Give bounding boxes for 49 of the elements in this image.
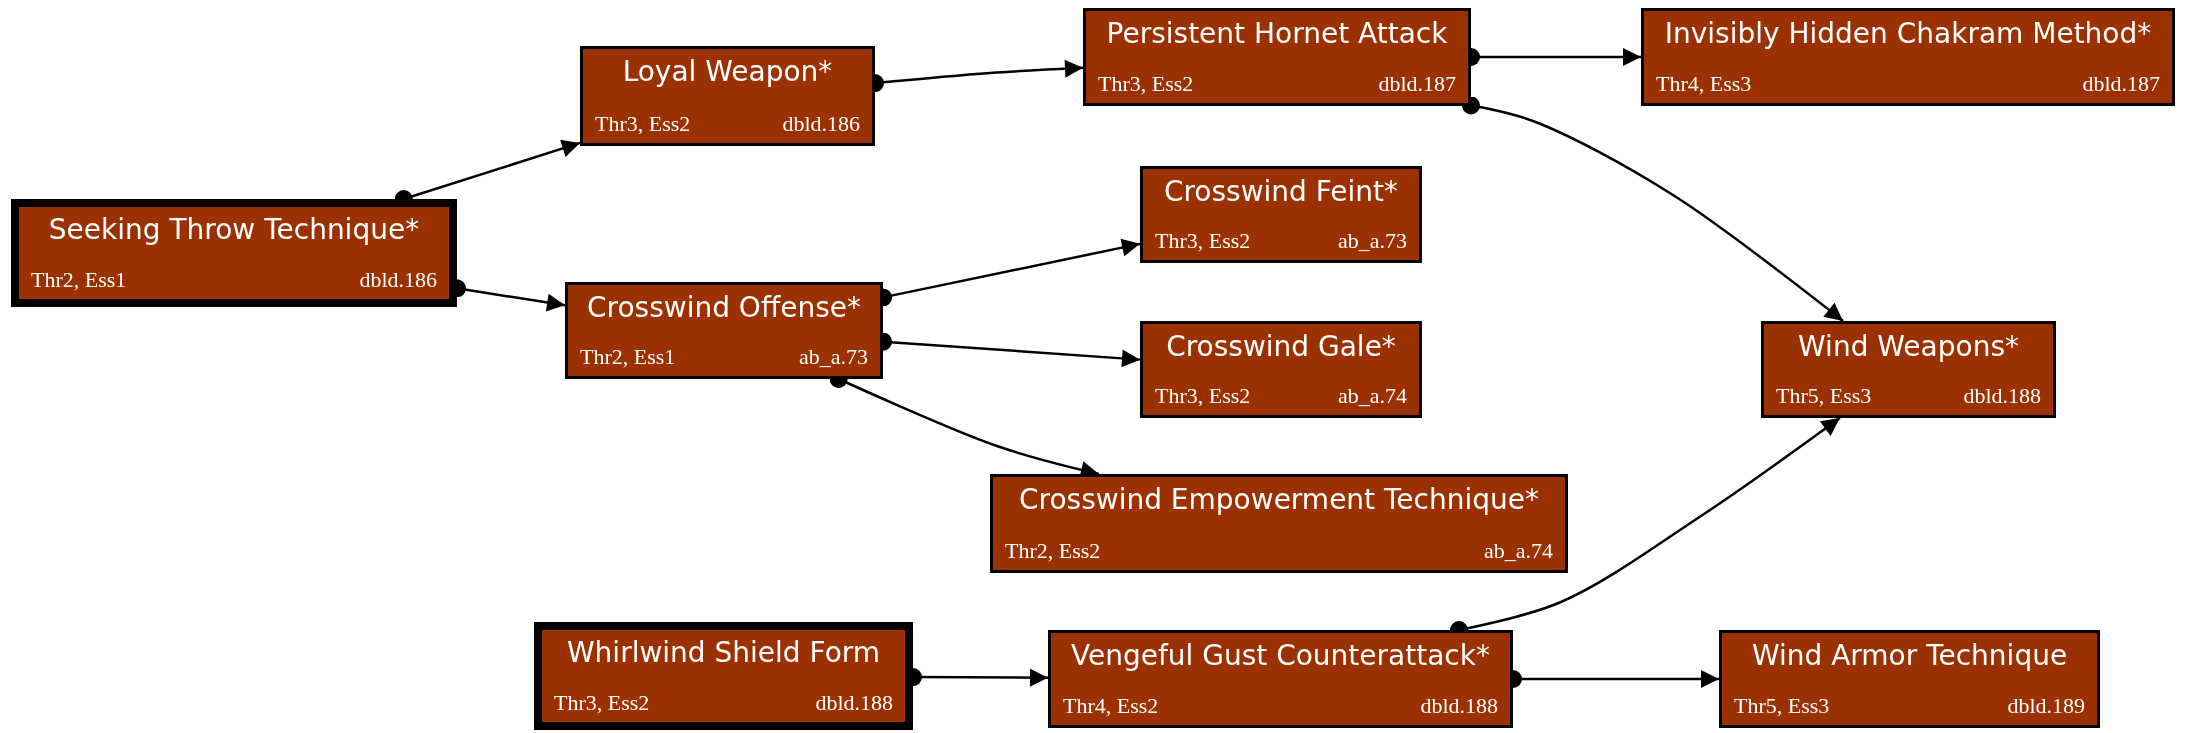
node-stats: Thr4, Ess3 [1656, 71, 1752, 97]
node-stats: Thr3, Ess2 [1155, 228, 1251, 254]
process-box [1140, 321, 1422, 418]
node-stats: Thr2, Ess1 [580, 344, 676, 370]
node-stats: Thr3, Ess2 [1155, 383, 1251, 409]
node-title: Loyal Weapon* [621, 55, 834, 88]
node-title: Crosswind Offense* [586, 291, 862, 324]
node-reference: dbld.188 [1963, 383, 2041, 409]
node-reference: ab_a.73 [1337, 228, 1407, 254]
process-box [534, 622, 913, 730]
node-reference: ab_a.73 [798, 344, 868, 370]
node-stats: Thr5, Ess3 [1776, 383, 1872, 409]
node-reference: dbld.187 [2082, 71, 2160, 97]
node-stats: Thr3, Ess2 [1098, 71, 1194, 97]
node-reference: dbld.186 [359, 267, 437, 293]
node-reference: dbld.188 [1420, 693, 1498, 719]
node-stats: Thr5, Ess3 [1734, 693, 1830, 719]
node-title: Crosswind Empowerment Technique* [1018, 483, 1540, 516]
node-reference: ab_a.74 [1337, 383, 1407, 409]
process-box [1761, 321, 2056, 418]
process-box [1083, 8, 1471, 106]
arrow [1462, 96, 1844, 322]
node-title: Vengeful Gust Counterattack* [1070, 639, 1491, 672]
node-title: Persistent Hornet Attack [1105, 17, 1449, 50]
node-reference: dbld.188 [815, 690, 893, 716]
node-reference: dbld.187 [1378, 71, 1456, 97]
process-box [11, 199, 457, 307]
node-title: Invisibly Hidden Chakram Method* [1663, 17, 2153, 50]
node-reference: dbld.186 [782, 111, 860, 137]
process-box [990, 474, 1568, 573]
node-title: Wind Armor Technique [1750, 639, 2069, 672]
node-title: Wind Weapons* [1797, 330, 2020, 363]
node-reference: ab_a.74 [1483, 538, 1553, 564]
node-title: Crosswind Gale* [1165, 330, 1397, 363]
node-reference: dbld.189 [2007, 693, 2085, 719]
node-stats: Thr2, Ess1 [31, 267, 127, 293]
process-box [1719, 630, 2100, 728]
node-stats: Thr3, Ess2 [595, 111, 691, 137]
process-box [565, 282, 883, 379]
node-stats: Thr3, Ess2 [554, 690, 650, 716]
process-box [580, 46, 875, 146]
process-box [1048, 630, 1513, 728]
node-stats: Thr2, Ess2 [1005, 538, 1101, 564]
node-title: Crosswind Feint* [1162, 175, 1400, 208]
process-box [1641, 8, 2175, 106]
node-title: Whirlwind Shield Form [565, 636, 882, 669]
node-stats: Thr4, Ess2 [1063, 693, 1159, 719]
process-box [1140, 166, 1422, 263]
node-title: Seeking Throw Technique* [47, 213, 421, 246]
